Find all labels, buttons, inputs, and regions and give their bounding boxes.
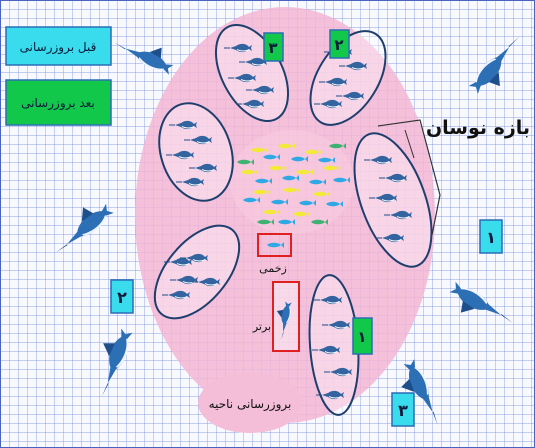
oscillation-range-label: بازه نوسان xyxy=(426,117,530,139)
badge-after-3-label: ۳ xyxy=(268,39,277,57)
badge-after-2-label: ۲ xyxy=(334,36,343,54)
badge-before-1-label: ۱ xyxy=(486,228,496,247)
badge-after-1-label: ۱ xyxy=(357,328,366,346)
best-label: برتر xyxy=(252,320,271,333)
legend-after-label: بعد بروزرسانی xyxy=(21,96,95,111)
region-update-label: بروزرسانی ناحیه xyxy=(209,397,292,412)
bait-ball xyxy=(230,130,354,234)
badge-before-3-label: ۳ xyxy=(398,401,408,420)
badge-before-2-label: ۲ xyxy=(117,288,127,307)
legend-before-label: قبل بروزرسانی xyxy=(20,40,97,55)
injured-label: زخمی xyxy=(259,262,287,275)
